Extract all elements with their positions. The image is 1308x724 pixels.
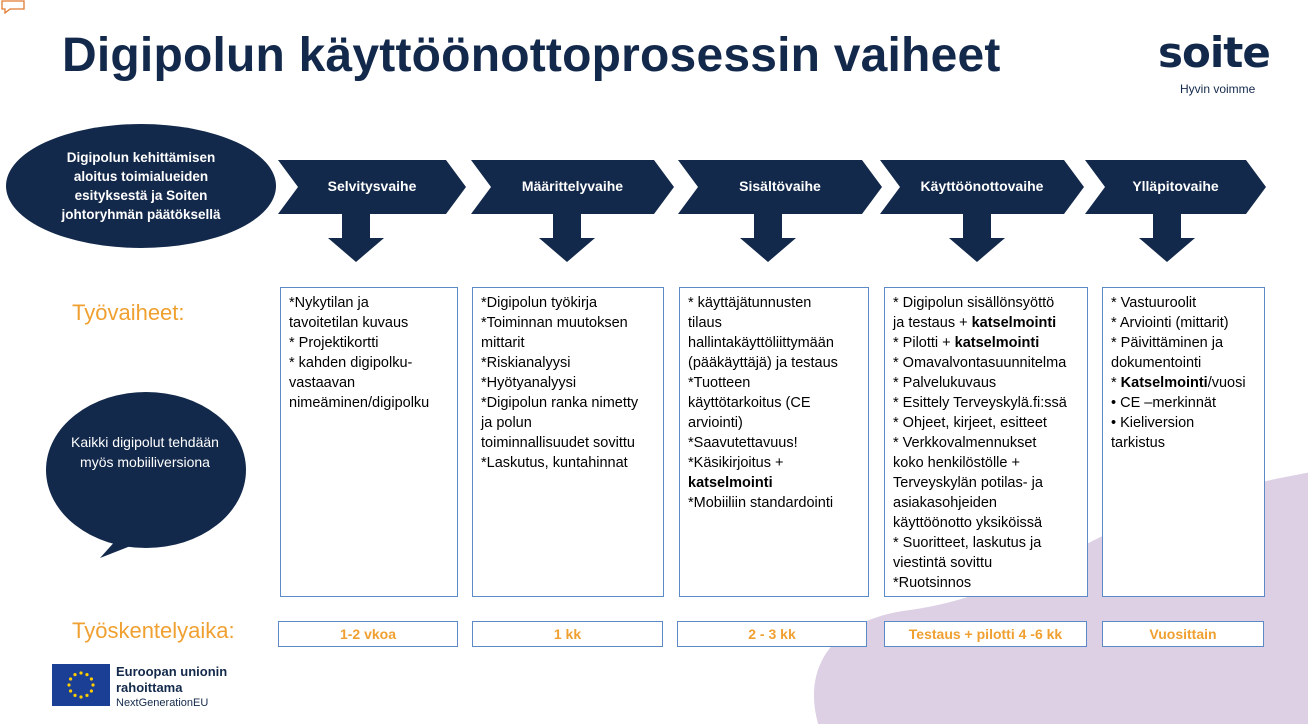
task-line: • CE –merkinnät — [1111, 395, 1217, 411]
phase-arrow-3 — [678, 160, 882, 214]
task-line: * Arviointi (mittarit) — [1111, 315, 1229, 331]
task-line: • Kieliversion — [1111, 415, 1195, 431]
task-box-2: *Digipolun työkirja *Toiminnan muutoksen… — [472, 287, 664, 597]
duration-box-2: 1 kk — [472, 621, 663, 647]
speech-bubble — [46, 392, 246, 558]
logo-word: soite — [1158, 28, 1271, 77]
phase-arrow-1 — [278, 160, 466, 214]
down-arrow-5 — [1139, 214, 1195, 262]
task-box-1: *Nykytilan ja tavoitetilan kuvaus * Proj… — [280, 287, 458, 597]
phase-label-2: Määrittelyvaihe — [521, 178, 624, 194]
task-line: arviointi) — [688, 415, 743, 431]
task-line: *Toiminnan muutoksen — [481, 315, 628, 331]
task-line: vastaavan — [289, 375, 356, 391]
task-line: *Digipolun työkirja — [481, 295, 598, 311]
start-oval-text: Digipolun kehittämisen aloitus toimialue… — [61, 150, 221, 222]
task-line: * Digipolun sisällönsyöttö — [893, 295, 1055, 311]
task-line: käyttöönotto yksiköissä — [893, 515, 1043, 531]
task-line: *Mobiiliin standardointi — [688, 495, 834, 511]
task-line: *Tuotteen — [688, 375, 751, 391]
task-line: * Verkkovalmennukset — [893, 435, 1037, 451]
phase-label-5: Ylläpitovaihe — [1132, 178, 1219, 194]
comment-icon[interactable] — [0, 0, 26, 14]
task-line: mittarit — [481, 335, 525, 351]
phase-arrow-5 — [1085, 160, 1266, 214]
duration-box-3: 2 - 3 kk — [677, 621, 867, 647]
task-line: * Katselmointi/vuosi — [1111, 375, 1246, 391]
task-line: dokumentointi — [1111, 355, 1202, 371]
page-title: Digipolun käyttöönottoprosessin vaiheet — [62, 29, 1001, 82]
phase-arrow-2 — [471, 160, 674, 214]
task-line: *Käsikirjoitus + — [688, 455, 784, 471]
down-arrow-4 — [949, 214, 1005, 262]
task-line: toiminnallisuudet sovittu — [481, 435, 635, 451]
task-line: katselmointi — [688, 475, 773, 491]
logo-tagline: Hyvin voimme — [1180, 82, 1256, 96]
start-oval: Digipolun kehittämisen aloitus toimialue… — [6, 124, 276, 248]
task-box-5: * Vastuuroolit * Arviointi (mittarit) * … — [1102, 287, 1265, 597]
eu-text-line1: Euroopan unionin — [116, 664, 228, 679]
task-line: *Hyötyanalyysi — [481, 375, 577, 391]
task-line: * Ohjeet, kirjeet, esitteet — [893, 415, 1047, 431]
tasks-row-label: Työvaiheet: — [72, 300, 185, 325]
task-line: Terveyskylän potilas- ja — [893, 475, 1043, 491]
task-line: tilaus — [688, 315, 722, 331]
task-line: *Riskianalyysi — [481, 355, 571, 371]
task-line: nimeäminen/digipolku — [289, 395, 430, 411]
task-line: (pääkäyttäjä) ja testaus — [688, 355, 838, 371]
task-line: hallintakäyttöliittymään — [688, 335, 834, 351]
task-box-4: * Digipolun sisällönsyöttö ja testaus + … — [884, 287, 1088, 597]
eu-text-line2: rahoittama — [116, 680, 183, 695]
down-arrow-1 — [328, 214, 384, 262]
task-line: * Päivittäminen ja — [1111, 335, 1224, 351]
down-arrow-3 — [740, 214, 796, 262]
phase-label-1: Selvitysvaihe — [327, 178, 417, 194]
task-line: * käyttäjätunnusten — [688, 295, 812, 311]
down-arrow-2 — [539, 214, 595, 262]
task-box-3: * käyttäjätunnusten tilaus hallintakäytt… — [679, 287, 869, 597]
task-line: *Digipolun ranka nimetty — [481, 395, 639, 411]
task-line: tavoitetilan kuvaus — [289, 315, 409, 331]
task-line: käyttötarkoitus (CE — [688, 395, 811, 411]
task-line: asiakasohjeiden — [893, 495, 997, 511]
task-line: * Vastuuroolit — [1111, 295, 1197, 311]
duration-box-1: 1-2 vkoa — [278, 621, 458, 647]
phase-arrows — [278, 160, 1266, 262]
task-line: ja testaus + katselmointi — [893, 315, 1057, 331]
task-line: tarkistus — [1111, 435, 1165, 451]
phase-label-4: Käyttöönottovaihe — [920, 178, 1044, 194]
phase-arrow-4 — [880, 160, 1084, 214]
task-line: ja polun — [481, 415, 532, 431]
task-line: * Omavalvontasuunnitelma — [893, 355, 1067, 371]
task-line: *Ruotsinnos — [893, 575, 972, 591]
speech-bubble-text: Kaikki digipolut tehdään myös mobiiliver… — [71, 434, 219, 470]
duration-box-4: Testaus + pilotti 4 -6 kk — [884, 621, 1087, 647]
task-line: * Palvelukuvaus — [893, 375, 997, 391]
task-line: koko henkilöstölle + — [893, 455, 1020, 471]
task-line: * Projektikortti — [289, 335, 379, 351]
task-line: * Pilotti + katselmointi — [893, 335, 1040, 351]
task-line: * Suoritteet, laskutus ja — [893, 535, 1042, 551]
task-line: *Saavutettavuus! — [688, 435, 798, 451]
phase-label-3: Sisältövaihe — [739, 178, 821, 194]
task-line: viestintä sovittu — [893, 555, 993, 571]
duration-box-5: Vuosittain — [1102, 621, 1264, 647]
soite-logo: soite Hyvin voimme — [1158, 24, 1278, 96]
task-line: * Esittely Terveyskylä.fi:ssä — [893, 395, 1067, 411]
task-line: *Laskutus, kuntahinnat — [481, 455, 628, 471]
eu-flag-icon — [52, 664, 110, 706]
task-line: * kahden digipolku- — [289, 355, 413, 371]
eu-text-line3: NextGenerationEU — [116, 697, 209, 709]
time-row-label: Työskentelyaika: — [72, 618, 235, 643]
task-line: *Nykytilan ja — [289, 295, 369, 311]
